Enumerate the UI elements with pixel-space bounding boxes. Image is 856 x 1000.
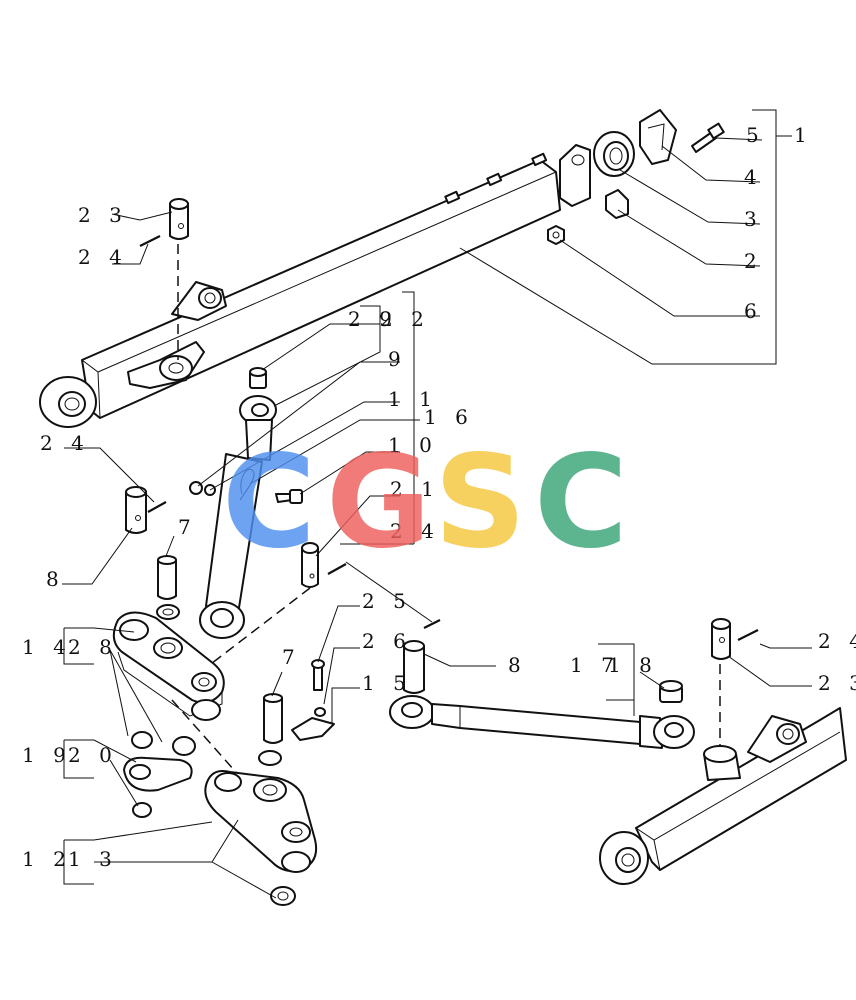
callout-7-upper: 7	[178, 515, 197, 539]
callout-5: 5	[746, 123, 765, 147]
callout-6: 6	[744, 299, 763, 323]
callout-7-lower: 7	[282, 645, 301, 669]
callout-labels: 1 5 4 3 2 6 2 3 2 4 2 9 2 2 9 1 1 1 6 1 …	[22, 123, 856, 871]
callout-8-left: 8	[46, 567, 65, 591]
callout-23-top: 2 3	[78, 203, 128, 227]
watermark-letter-g: G	[326, 428, 431, 577]
callout-26: 2 6	[362, 629, 412, 653]
callout-9: 9	[388, 347, 407, 371]
callout-14: 1 4	[22, 635, 72, 659]
callout-23-right: 2 3	[818, 671, 856, 695]
callout-24-left: 2 4	[40, 431, 90, 455]
callout-1: 1	[794, 123, 813, 147]
callout-10: 1 0	[388, 433, 438, 457]
callout-15: 1 5	[362, 671, 412, 695]
callout-16: 1 6	[424, 405, 474, 429]
upper-lift-arm	[39, 144, 591, 428]
left-linkage	[112, 486, 441, 906]
callout-17: 1 7	[570, 653, 620, 677]
callout-8-right: 8	[508, 653, 527, 677]
coupling-hardware	[547, 109, 725, 245]
callout-22: 2 2	[380, 307, 430, 331]
callout-21: 2 1	[390, 477, 440, 501]
leader-lines	[62, 109, 812, 899]
watermark-letter-c2: C	[534, 428, 628, 577]
callout-19: 1 9	[22, 743, 72, 767]
cgsc-watermark-logo: C G S C	[222, 428, 628, 577]
callout-3: 3	[744, 207, 763, 231]
callout-24-top: 2 4	[78, 245, 128, 269]
callout-25: 2 5	[362, 589, 412, 613]
watermark-letter-s: S	[434, 428, 526, 577]
watermark-letter-c1: C	[222, 428, 316, 577]
callout-2: 2	[744, 249, 763, 273]
callout-29: 2 9	[348, 307, 398, 331]
callout-11: 1 1	[388, 387, 438, 411]
adjustable-link	[389, 640, 695, 749]
callout-24-right: 2 4	[818, 629, 856, 653]
lift-cylinder	[189, 367, 347, 639]
top-pin	[139, 198, 189, 360]
callout-18: 1 8	[608, 653, 658, 677]
callout-24-mid: 2 4	[390, 519, 440, 543]
callout-4: 4	[744, 165, 763, 189]
callout-20: 2 0	[68, 743, 118, 767]
callout-12: 1 2	[22, 847, 72, 871]
callout-28: 2 8	[68, 635, 118, 659]
lower-lift-arm	[599, 618, 847, 885]
callout-13: 1 3	[68, 847, 118, 871]
